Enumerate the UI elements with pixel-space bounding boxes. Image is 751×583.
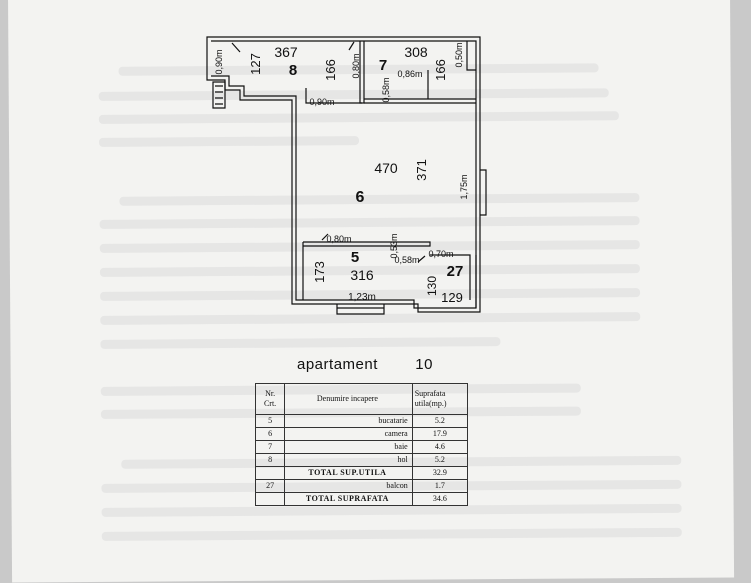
opening-0-90-hol: 0,90m bbox=[309, 97, 334, 107]
table-row: 7 baie 4.6 bbox=[254, 440, 469, 454]
opening-0-90-left: 0,90m bbox=[214, 49, 224, 74]
dim-130: 130 bbox=[425, 276, 439, 296]
caption-number: 10 bbox=[415, 356, 433, 373]
row-name: baie bbox=[284, 440, 413, 454]
opening-0-58-kitchen: 0,58m bbox=[394, 255, 419, 265]
row-nr: 27 bbox=[254, 479, 286, 493]
dim-308: 308 bbox=[404, 44, 428, 60]
opening-0-80-top: 0,80m bbox=[351, 53, 361, 78]
room-number-7: 7 bbox=[379, 57, 387, 74]
room-number-27: 27 bbox=[447, 263, 464, 280]
row-name: hol bbox=[284, 453, 413, 467]
opening-1-23: 1,23m bbox=[348, 292, 376, 303]
room-number-6: 6 bbox=[356, 189, 365, 206]
row-name: camera bbox=[284, 427, 413, 441]
table-row: 8 hol 5.2 bbox=[254, 453, 469, 467]
opening-0-80-kitchen: 0,80m bbox=[326, 234, 351, 244]
dim-316: 316 bbox=[350, 267, 374, 283]
table-row: 27 balcon 1.7 bbox=[254, 479, 469, 493]
caption-label: apartament bbox=[297, 356, 378, 373]
row-nr: 6 bbox=[254, 427, 286, 441]
plan-caption: apartament 10 bbox=[297, 356, 433, 373]
table-row: 6 camera 17.9 bbox=[254, 427, 469, 441]
floor-plan: 367 308 127 166 166 470 371 316 173 130 … bbox=[206, 36, 487, 315]
table-total-row: TOTAL SUPRAFATA 34.6 bbox=[254, 492, 469, 506]
room-number-8: 8 bbox=[289, 62, 297, 79]
row-area: 5.2 bbox=[411, 453, 469, 467]
row-area: 4.6 bbox=[411, 440, 469, 454]
opening-1-75: 1,75m bbox=[459, 174, 469, 199]
dim-173: 173 bbox=[312, 261, 327, 283]
row-area: 1.7 bbox=[411, 479, 469, 493]
header-name: Denumire incapere bbox=[284, 383, 413, 415]
total-util-area: 32.9 bbox=[411, 466, 469, 480]
dim-367: 367 bbox=[274, 44, 298, 60]
opening-0-58-baie: 0,58m bbox=[381, 77, 391, 102]
opening-0-50: 0,50m bbox=[454, 42, 464, 67]
opening-0-70: 0,70m bbox=[428, 249, 453, 259]
table-total-util-row: TOTAL SUP.UTILA 32.9 bbox=[254, 466, 469, 480]
dim-166-hol: 166 bbox=[323, 59, 338, 81]
opening-0-86: 0,86m bbox=[397, 69, 422, 79]
plan-labels: 367 308 127 166 166 470 371 316 173 130 … bbox=[214, 42, 469, 305]
dim-166-baie: 166 bbox=[433, 59, 448, 81]
total-label: TOTAL SUPRAFATA bbox=[284, 492, 413, 506]
opening-0-53: 0,53m bbox=[389, 233, 399, 258]
dim-127: 127 bbox=[248, 53, 263, 75]
dim-129: 129 bbox=[441, 290, 463, 305]
plan-walls bbox=[206, 36, 487, 315]
header-nr: Nr.Crt. bbox=[254, 383, 286, 415]
room-number-5: 5 bbox=[351, 249, 359, 266]
row-nr: 5 bbox=[254, 414, 286, 428]
row-name: balcon bbox=[284, 479, 413, 493]
total-area: 34.6 bbox=[411, 492, 469, 506]
total-util-label: TOTAL SUP.UTILA bbox=[284, 466, 413, 480]
row-area: 17.9 bbox=[411, 427, 469, 441]
dim-470: 470 bbox=[374, 160, 398, 176]
table-row: 5 bucatarie 5.2 bbox=[254, 414, 469, 428]
row-nr: 7 bbox=[254, 440, 286, 454]
dim-371: 371 bbox=[414, 159, 429, 181]
row-nr: 8 bbox=[254, 453, 286, 467]
row-name: bucatarie bbox=[284, 414, 413, 428]
row-area: 5.2 bbox=[411, 414, 469, 428]
